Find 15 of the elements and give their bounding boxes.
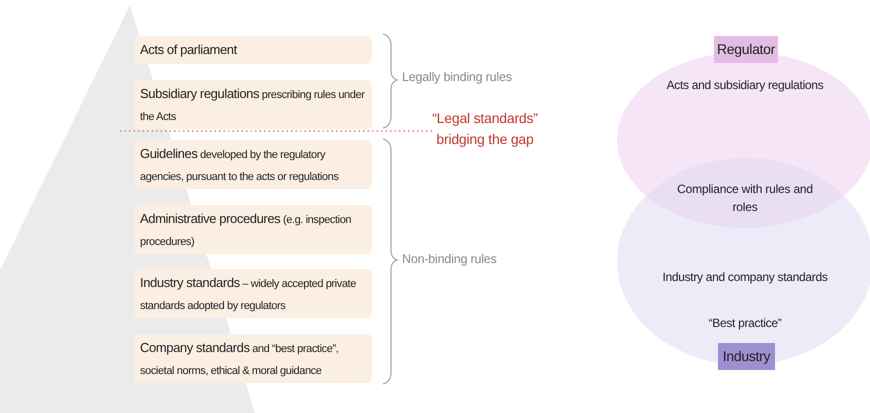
rule-text: Guidelines developed by the regulatory agencies, pursuant to the acts or regulations xyxy=(140,145,340,185)
brace-label: Non-binding rules xyxy=(402,252,498,266)
industry-tag: Industry xyxy=(718,343,775,370)
rule-text: Administrative procedures (e.g. inspection procedures) xyxy=(140,210,352,250)
regulator-tag: Regulator xyxy=(714,36,778,63)
rule-text: Company standards and “best practice”, societal norms, ethical & moral guidance xyxy=(140,339,340,379)
ellipse-text: Acts and subsidiary regulations xyxy=(666,78,824,92)
rule-text: Industry standards – widely accepted private standards adopted by regulators xyxy=(140,274,357,314)
ellipse-text: Industry and company standards xyxy=(661,270,829,284)
overlap-text: Compliance with rules and roles xyxy=(676,181,814,216)
rule-text: Acts of parliament xyxy=(140,41,237,59)
ellipse-text: “Best practice” xyxy=(708,316,782,330)
brace-label: Legally binding rules xyxy=(402,70,513,84)
callout-text: “Legal standards” bridging the gap xyxy=(431,109,539,149)
rule-text: Subsidiary regulations prescribing rules under the Acts xyxy=(140,85,366,125)
